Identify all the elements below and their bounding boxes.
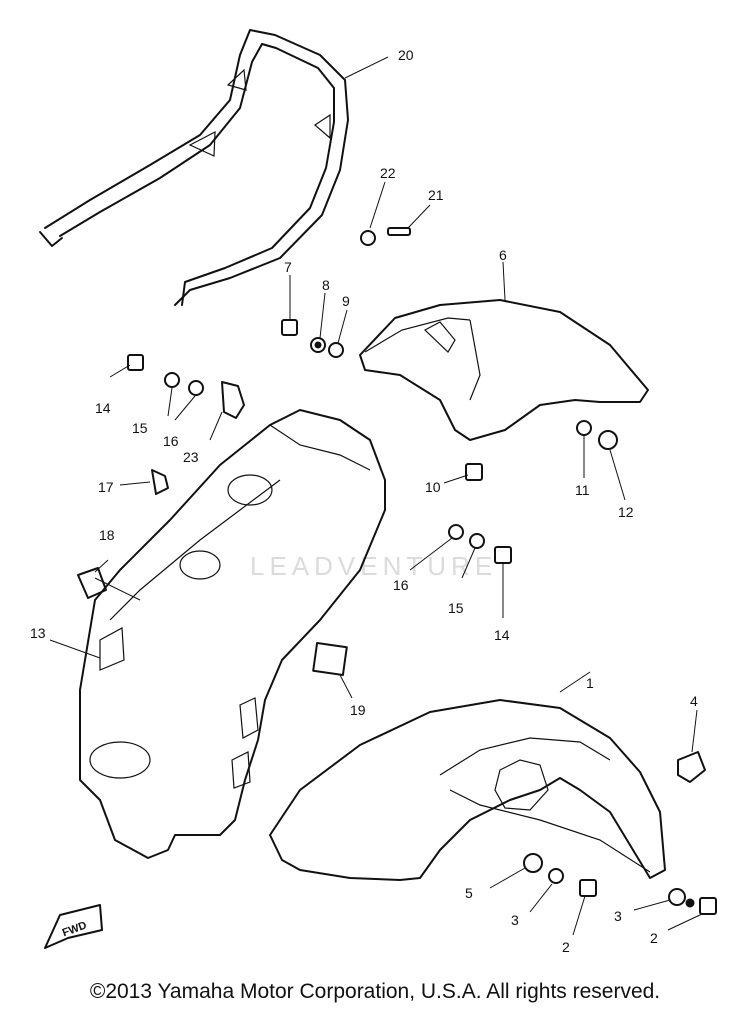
callout-2a: 2 [562, 939, 570, 955]
callout-11: 11 [575, 482, 590, 498]
leader-lines [49, 56, 703, 936]
callout-16: 16 [163, 433, 179, 449]
callout-6: 6 [499, 247, 507, 263]
callout-9: 9 [342, 293, 350, 309]
callout-numbers: 20 22 21 6 7 8 9 14 15 16 23 10 11 12 17… [30, 47, 698, 955]
callout-20: 20 [398, 47, 414, 63]
watermark-text: LEADVENTURE [250, 551, 497, 581]
callout-23: 23 [183, 449, 199, 465]
callout-4: 4 [690, 693, 698, 709]
callout-5: 5 [465, 885, 473, 901]
callout-14: 14 [95, 400, 111, 416]
callout-15: 15 [132, 420, 148, 436]
callout-13: 13 [30, 625, 46, 641]
callout-15b: 15 [448, 600, 464, 616]
callout-14b: 14 [494, 627, 510, 643]
callout-8: 8 [322, 277, 330, 293]
callout-16b: 16 [393, 577, 409, 593]
callout-1: 1 [586, 675, 594, 691]
callout-3a: 3 [511, 912, 519, 928]
fwd-arrow-icon: FWD [44, 904, 103, 949]
callout-12: 12 [618, 504, 634, 520]
reflector-part [677, 751, 706, 783]
callout-2b: 2 [650, 930, 658, 946]
callout-10: 10 [425, 479, 441, 495]
clamp-part [221, 381, 245, 419]
label-part [312, 642, 348, 676]
rear-fender-part [359, 299, 649, 441]
callout-21: 21 [428, 187, 444, 203]
inner-fender-part [79, 409, 386, 859]
callout-3b: 3 [614, 908, 622, 924]
callout-17: 17 [98, 479, 114, 495]
callout-18: 18 [99, 527, 115, 543]
grab-bar-part [39, 29, 349, 306]
front-fender-part [269, 699, 666, 881]
copyright-notice: ©2013 Yamaha Motor Corporation, U.S.A. A… [89, 980, 661, 1003]
callout-22: 22 [380, 165, 396, 181]
callout-19: 19 [350, 702, 366, 718]
callout-7: 7 [284, 259, 292, 275]
